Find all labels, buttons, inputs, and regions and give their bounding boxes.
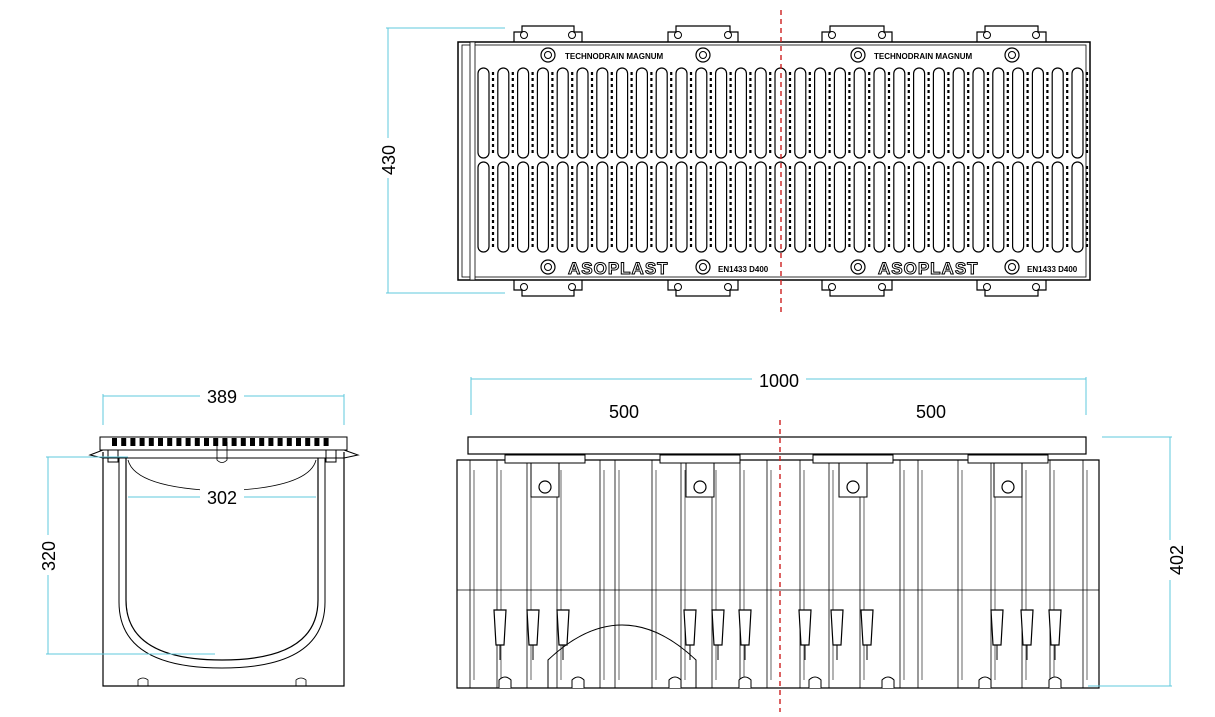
grate-slots <box>477 47 1089 275</box>
side-top-rail <box>467 436 1087 455</box>
brand-left: ASOPLAST <box>568 259 669 278</box>
dim-320-label: 320 <box>39 541 59 571</box>
dim-500-left-label: 500 <box>609 402 639 422</box>
grate-text-right: TECHNODRAIN MAGNUM <box>874 52 973 61</box>
top-view: 430 TECHNODRAIN MAGNUM TECHNODRAIN MAGNU… <box>378 25 1091 297</box>
dim-402-label: 402 <box>1167 545 1187 575</box>
brand-right: ASOPLAST <box>878 259 979 278</box>
section-view: 389 302 320 <box>38 385 360 687</box>
dim-389-label: 389 <box>207 387 237 407</box>
dim-430-label: 430 <box>379 145 399 175</box>
load-class-right: EN1433 D400 <box>1027 265 1078 274</box>
grate-frame <box>457 41 1091 281</box>
dim-302-label: 302 <box>207 488 237 508</box>
load-class-left: EN1433 D400 <box>718 265 769 274</box>
section-outer <box>102 452 345 687</box>
side-view: 1000 500 500 402 <box>456 369 1187 689</box>
dim-1000-label: 1000 <box>759 371 799 391</box>
side-ribs <box>469 454 1088 688</box>
channel-inner <box>125 458 319 661</box>
grate-text-left: TECHNODRAIN MAGNUM <box>565 52 664 61</box>
grate-lugs <box>513 25 1047 297</box>
dim-500-right-label: 500 <box>916 402 946 422</box>
